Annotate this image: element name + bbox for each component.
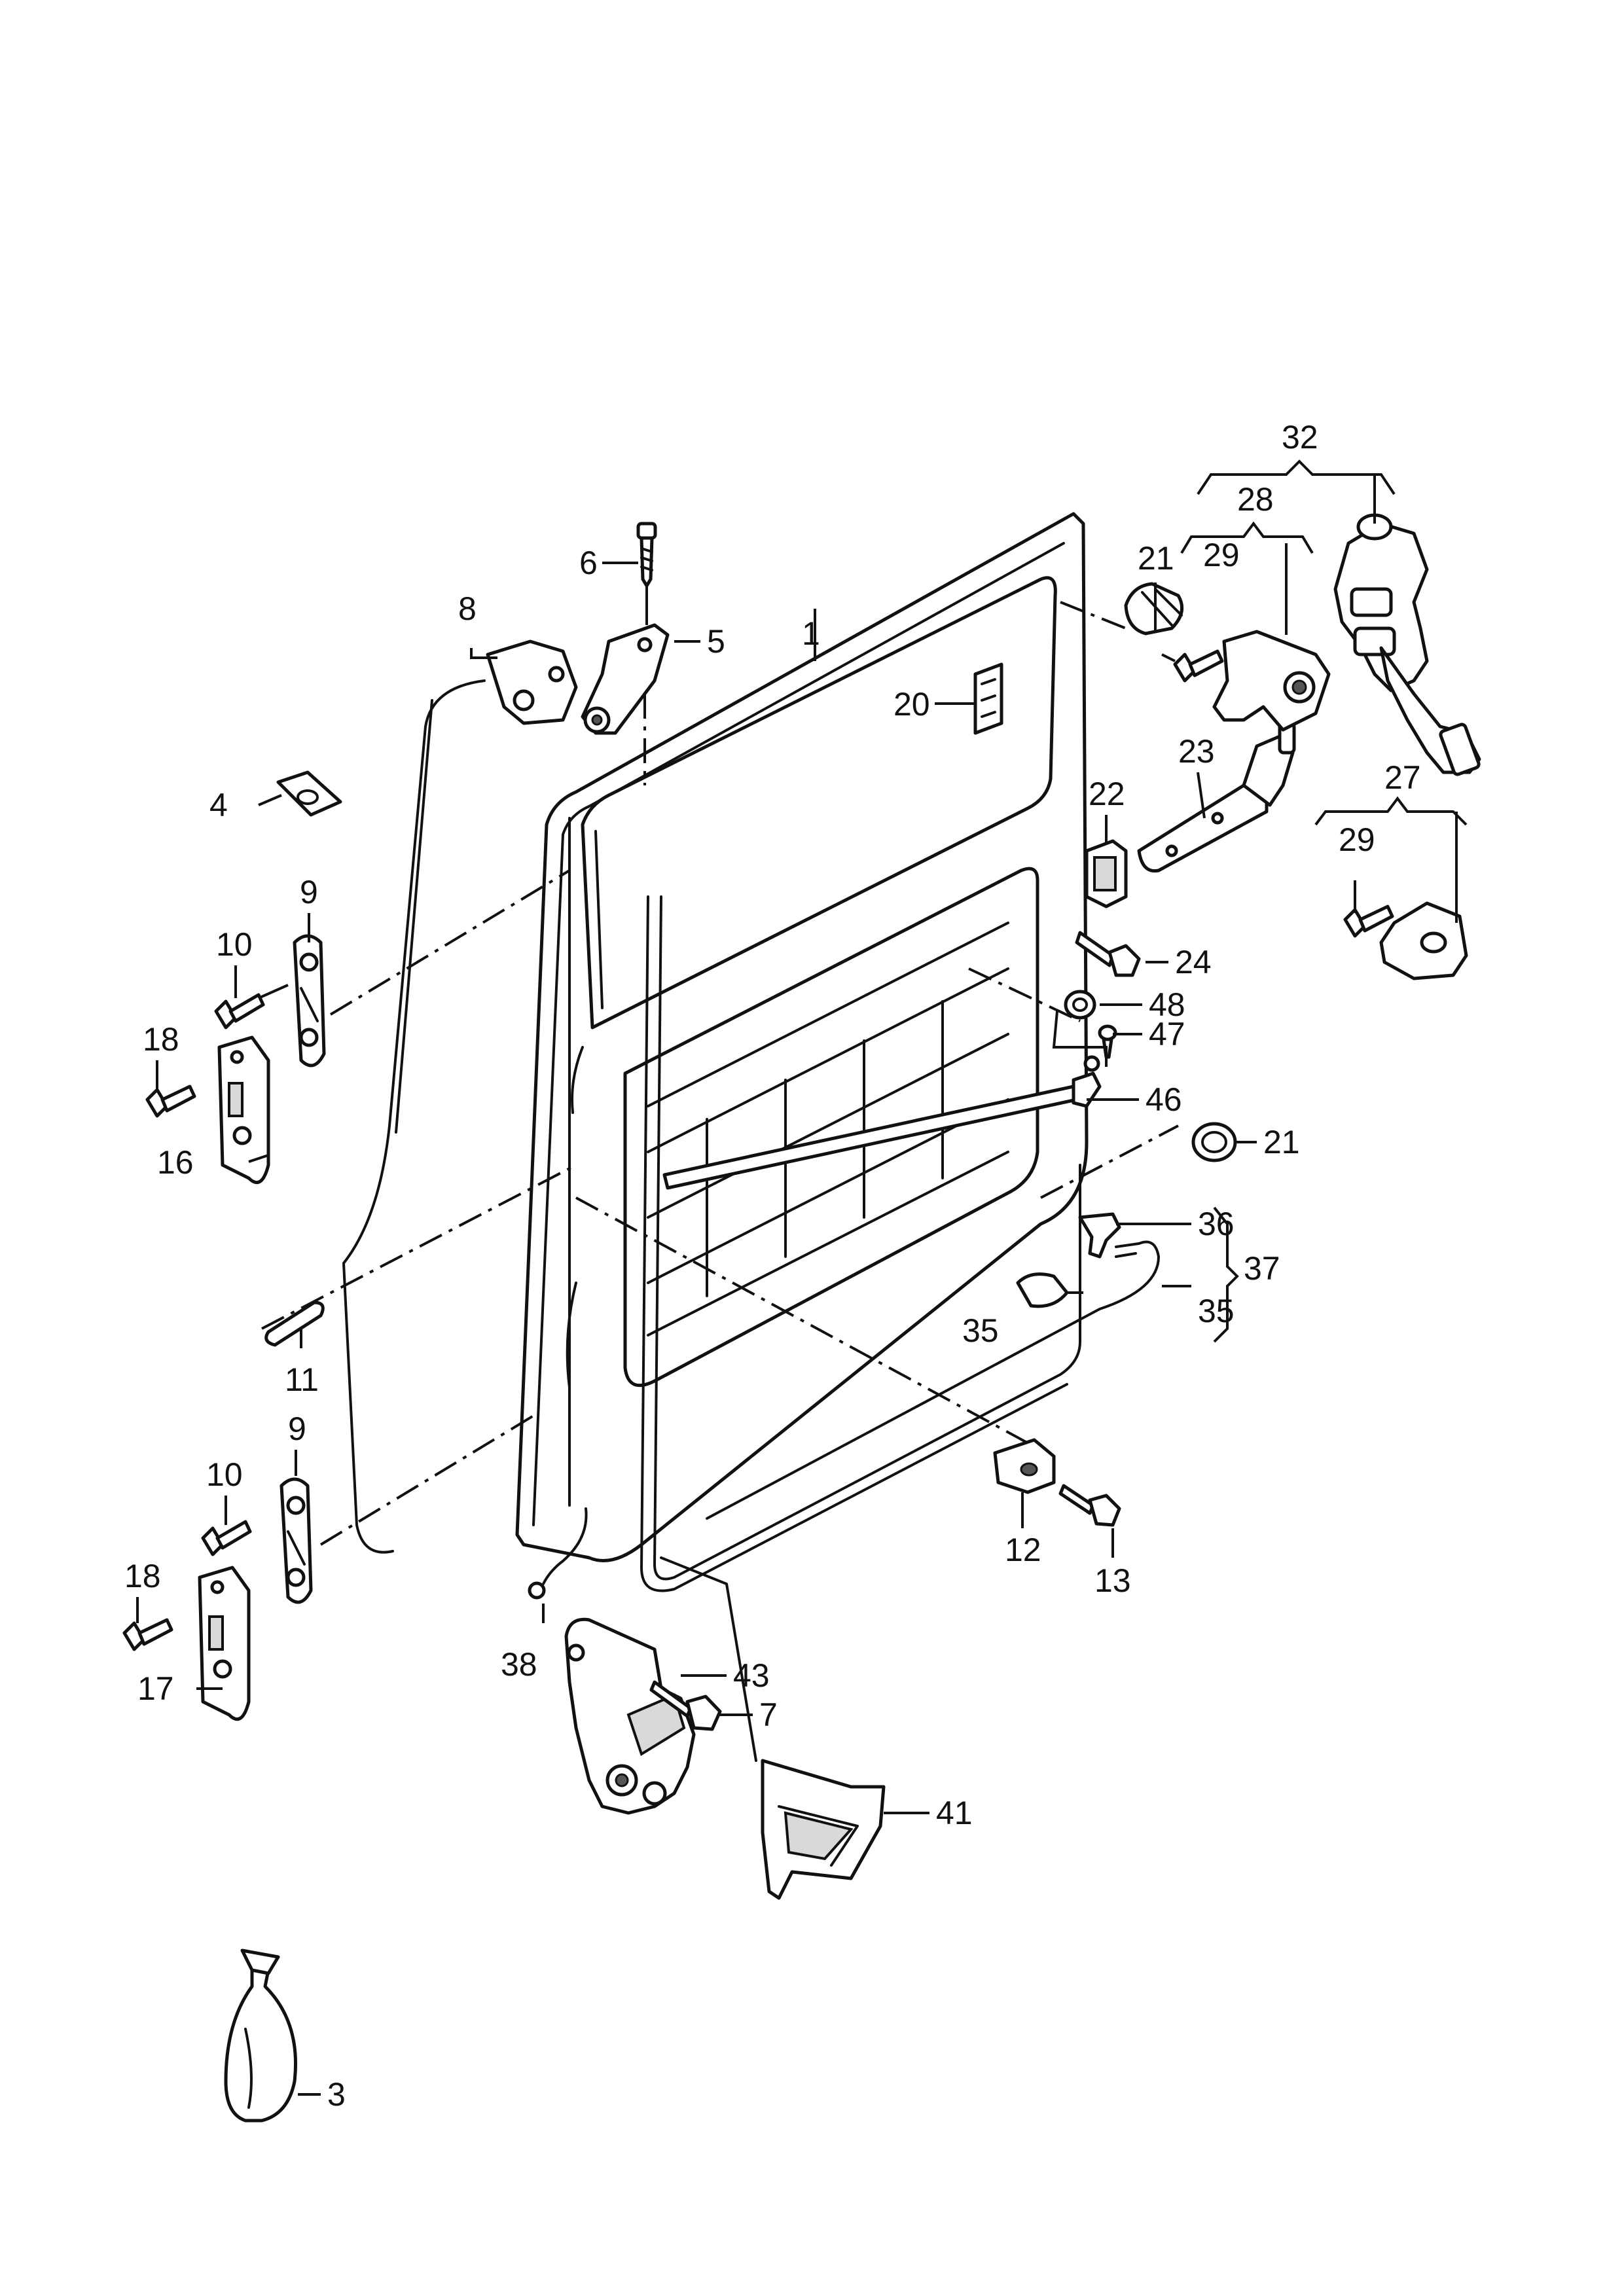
screw-10-lower <box>201 1520 252 1556</box>
label-11: 11 <box>285 1361 319 1398</box>
label-21-upper: 21 <box>1138 540 1174 577</box>
rod-46 <box>662 1055 1102 1190</box>
label-9-lower: 9 <box>288 1410 306 1447</box>
label-12: 12 <box>1005 1532 1041 1568</box>
lock-rod-23 <box>1137 721 1296 873</box>
screw-18-upper <box>145 1085 196 1118</box>
actuator-motor-32 <box>1333 513 1481 776</box>
label-35-right: 35 <box>1198 1293 1235 1329</box>
label-35-left: 35 <box>962 1312 999 1349</box>
striker-plate-upper <box>293 934 326 1067</box>
label-27: 27 <box>1384 759 1421 796</box>
label-23: 23 <box>1178 733 1215 770</box>
guide-block-12 <box>993 1438 1056 1494</box>
label-9-upper: 9 <box>300 874 318 910</box>
cap-35 <box>1016 1272 1069 1308</box>
clip-36 <box>1078 1212 1121 1259</box>
label-13: 13 <box>1094 1562 1131 1599</box>
label-37: 37 <box>1244 1250 1280 1287</box>
bolt-13 <box>1058 1484 1121 1527</box>
sliding-door-panel <box>515 512 1089 1592</box>
striker-plate-lower <box>280 1477 313 1604</box>
label-41: 41 <box>936 1795 973 1831</box>
screw-29-lower <box>1343 905 1394 938</box>
label-36: 36 <box>1198 1206 1235 1242</box>
label-16: 16 <box>157 1144 194 1181</box>
label-4: 4 <box>209 787 228 823</box>
label-1: 1 <box>802 615 820 652</box>
label-29-lower: 29 <box>1339 821 1375 858</box>
label-32: 32 <box>1282 419 1318 456</box>
label-46: 46 <box>1146 1081 1182 1118</box>
screw-29-upper <box>1173 649 1224 683</box>
label-43: 43 <box>733 1657 770 1694</box>
label-10-lower: 10 <box>206 1456 243 1493</box>
label-10-upper: 10 <box>216 926 253 963</box>
pad-4 <box>276 770 342 817</box>
label-8: 8 <box>458 590 477 627</box>
label-20: 20 <box>893 686 930 723</box>
label-3: 3 <box>327 2076 346 2113</box>
grommet-48 <box>1064 990 1096 1020</box>
label-7: 7 <box>759 1696 778 1733</box>
grease-bag-3 <box>224 1948 298 2123</box>
lock-28 <box>1212 630 1331 732</box>
label-22: 22 <box>1089 776 1125 812</box>
sensor-38 <box>528 1507 588 1600</box>
screw-10-upper <box>214 984 289 1030</box>
bracket-27 <box>1379 901 1468 980</box>
lower-hinge-43 <box>564 1617 696 1815</box>
bumper-21-lower <box>1191 1122 1237 1162</box>
label-18-lower: 18 <box>124 1558 161 1594</box>
cable-35 <box>706 1240 1160 1520</box>
seal-strip-11 <box>264 1300 325 1347</box>
cable-assembly <box>342 679 486 1554</box>
clip-20 <box>973 662 1003 735</box>
leader-lines <box>136 459 1468 2096</box>
callout-labels: 1 6 5 8 4 9 10 18 16 11 9 10 18 17 38 43… <box>124 419 1421 2113</box>
trim-cover-41 <box>761 1759 886 1900</box>
label-24: 24 <box>1175 944 1212 980</box>
lock-bracket-16 <box>217 1035 270 1185</box>
label-6: 6 <box>579 545 598 581</box>
label-47: 47 <box>1149 1016 1185 1052</box>
screw-6 <box>636 522 657 625</box>
bumper-21-upper <box>1124 582 1184 636</box>
screw-18-lower <box>122 1618 173 1651</box>
label-5: 5 <box>707 623 725 660</box>
guide-22 <box>1085 839 1128 908</box>
lock-bracket-17 <box>198 1566 251 1721</box>
upper-roller-arm <box>581 623 670 735</box>
bolt-7 <box>649 1680 722 1731</box>
upper-hinge-bracket <box>486 639 578 725</box>
label-17: 17 <box>137 1670 174 1707</box>
bolt-24 <box>1075 931 1141 977</box>
label-38: 38 <box>501 1646 537 1683</box>
label-48: 48 <box>1149 986 1185 1023</box>
label-29-upper: 29 <box>1203 537 1240 573</box>
label-18-upper: 18 <box>143 1021 179 1058</box>
label-21-lower: 21 <box>1263 1124 1300 1160</box>
label-28: 28 <box>1237 481 1274 518</box>
